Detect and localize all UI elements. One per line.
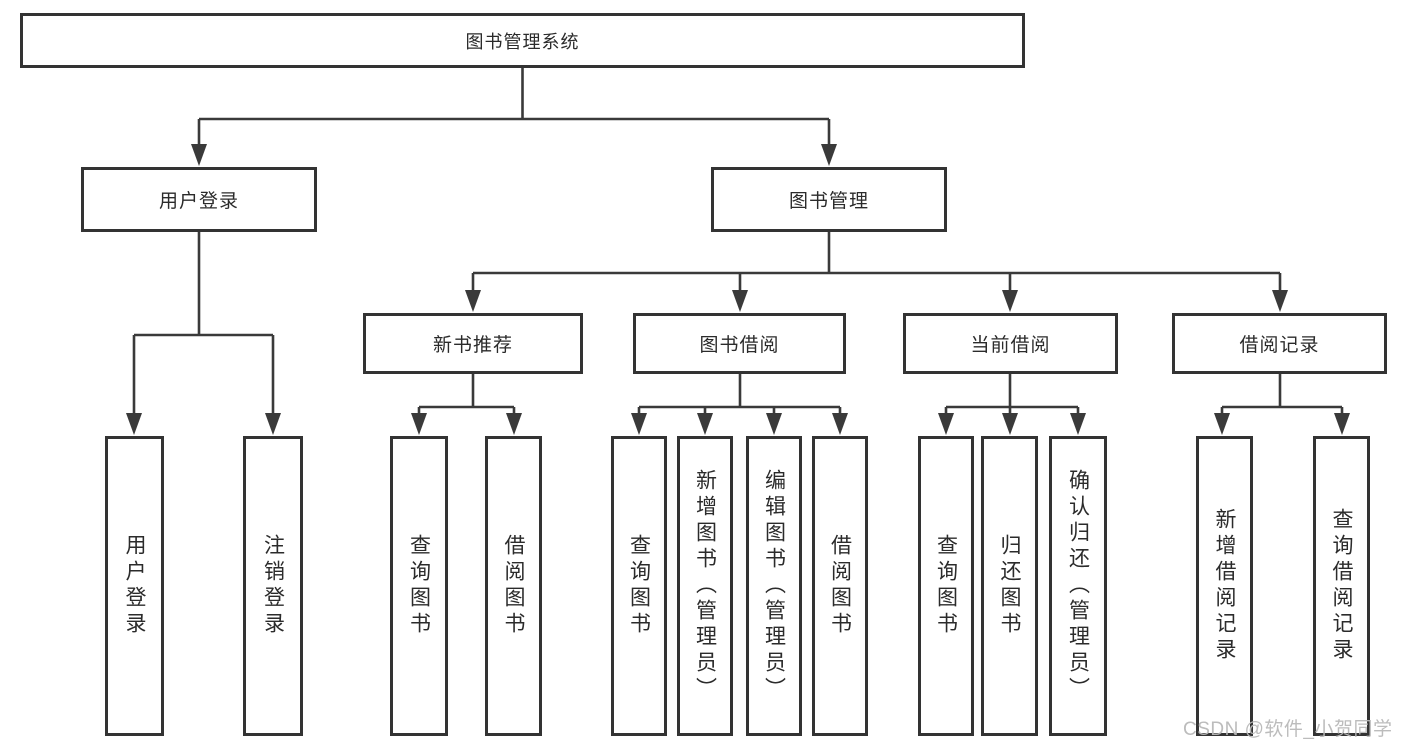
node-book-borrowing: 图书借阅 xyxy=(633,313,846,374)
node-borrowing-records: 借阅记录 xyxy=(1172,313,1387,374)
node-user-login: 用户登录 xyxy=(81,167,317,232)
leaf-query-books-recommend: 查询图书 xyxy=(390,436,448,736)
node-label: 新书推荐 xyxy=(432,335,513,356)
node-label: 用户登录 xyxy=(123,534,146,638)
node-label: 借阅图书 xyxy=(502,534,525,638)
leaf-logout: 注销登录 xyxy=(243,436,303,736)
node-label: 查询图书 xyxy=(627,534,651,638)
node-library-system: 图书管理系统 xyxy=(20,13,1025,68)
node-label: 查询图书 xyxy=(407,534,431,638)
node-book-management: 图书管理 xyxy=(711,167,947,232)
leaf-borrow-books: 借阅图书 xyxy=(812,436,868,736)
node-label: 编辑图书（管理员） xyxy=(762,469,786,703)
node-label: 当前借阅 xyxy=(970,335,1051,356)
node-label: 借阅记录 xyxy=(1239,335,1320,356)
leaf-return-books: 归还图书 xyxy=(981,436,1038,736)
node-label: 新增借阅记录 xyxy=(1213,508,1236,664)
node-label: 图书借阅 xyxy=(699,335,780,356)
leaf-query-borrow-record: 查询借阅记录 xyxy=(1313,436,1370,736)
node-label: 用户登录 xyxy=(158,191,239,212)
node-label: 图书管理 xyxy=(788,191,869,212)
leaf-query-books-current: 查询图书 xyxy=(918,436,974,736)
leaf-add-books-admin: 新增图书（管理员） xyxy=(677,436,733,736)
leaf-add-borrow-record: 新增借阅记录 xyxy=(1196,436,1253,736)
leaf-user-login: 用户登录 xyxy=(105,436,164,736)
node-new-book-recommend: 新书推荐 xyxy=(363,313,583,374)
node-label: 借阅图书 xyxy=(828,534,852,638)
leaf-edit-books-admin: 编辑图书（管理员） xyxy=(746,436,802,736)
node-label: 注销登录 xyxy=(261,534,285,638)
node-label: 归还图书 xyxy=(998,534,1021,638)
node-label: 图书管理系统 xyxy=(465,31,580,52)
csdn-watermark: CSDN @软件_小贺同学 xyxy=(1183,719,1393,740)
node-label: 新增图书（管理员） xyxy=(693,469,717,703)
node-label: 查询借阅记录 xyxy=(1330,508,1353,664)
node-label: 确认归还（管理员） xyxy=(1066,469,1090,703)
node-label: 查询图书 xyxy=(934,534,958,638)
leaf-confirm-return-admin: 确认归还（管理员） xyxy=(1049,436,1107,736)
leaf-borrow-books-recommend: 借阅图书 xyxy=(485,436,542,736)
arrowhead-icons xyxy=(126,144,1350,435)
leaf-query-books-borrowing: 查询图书 xyxy=(611,436,667,736)
node-current-borrowing: 当前借阅 xyxy=(903,313,1118,374)
